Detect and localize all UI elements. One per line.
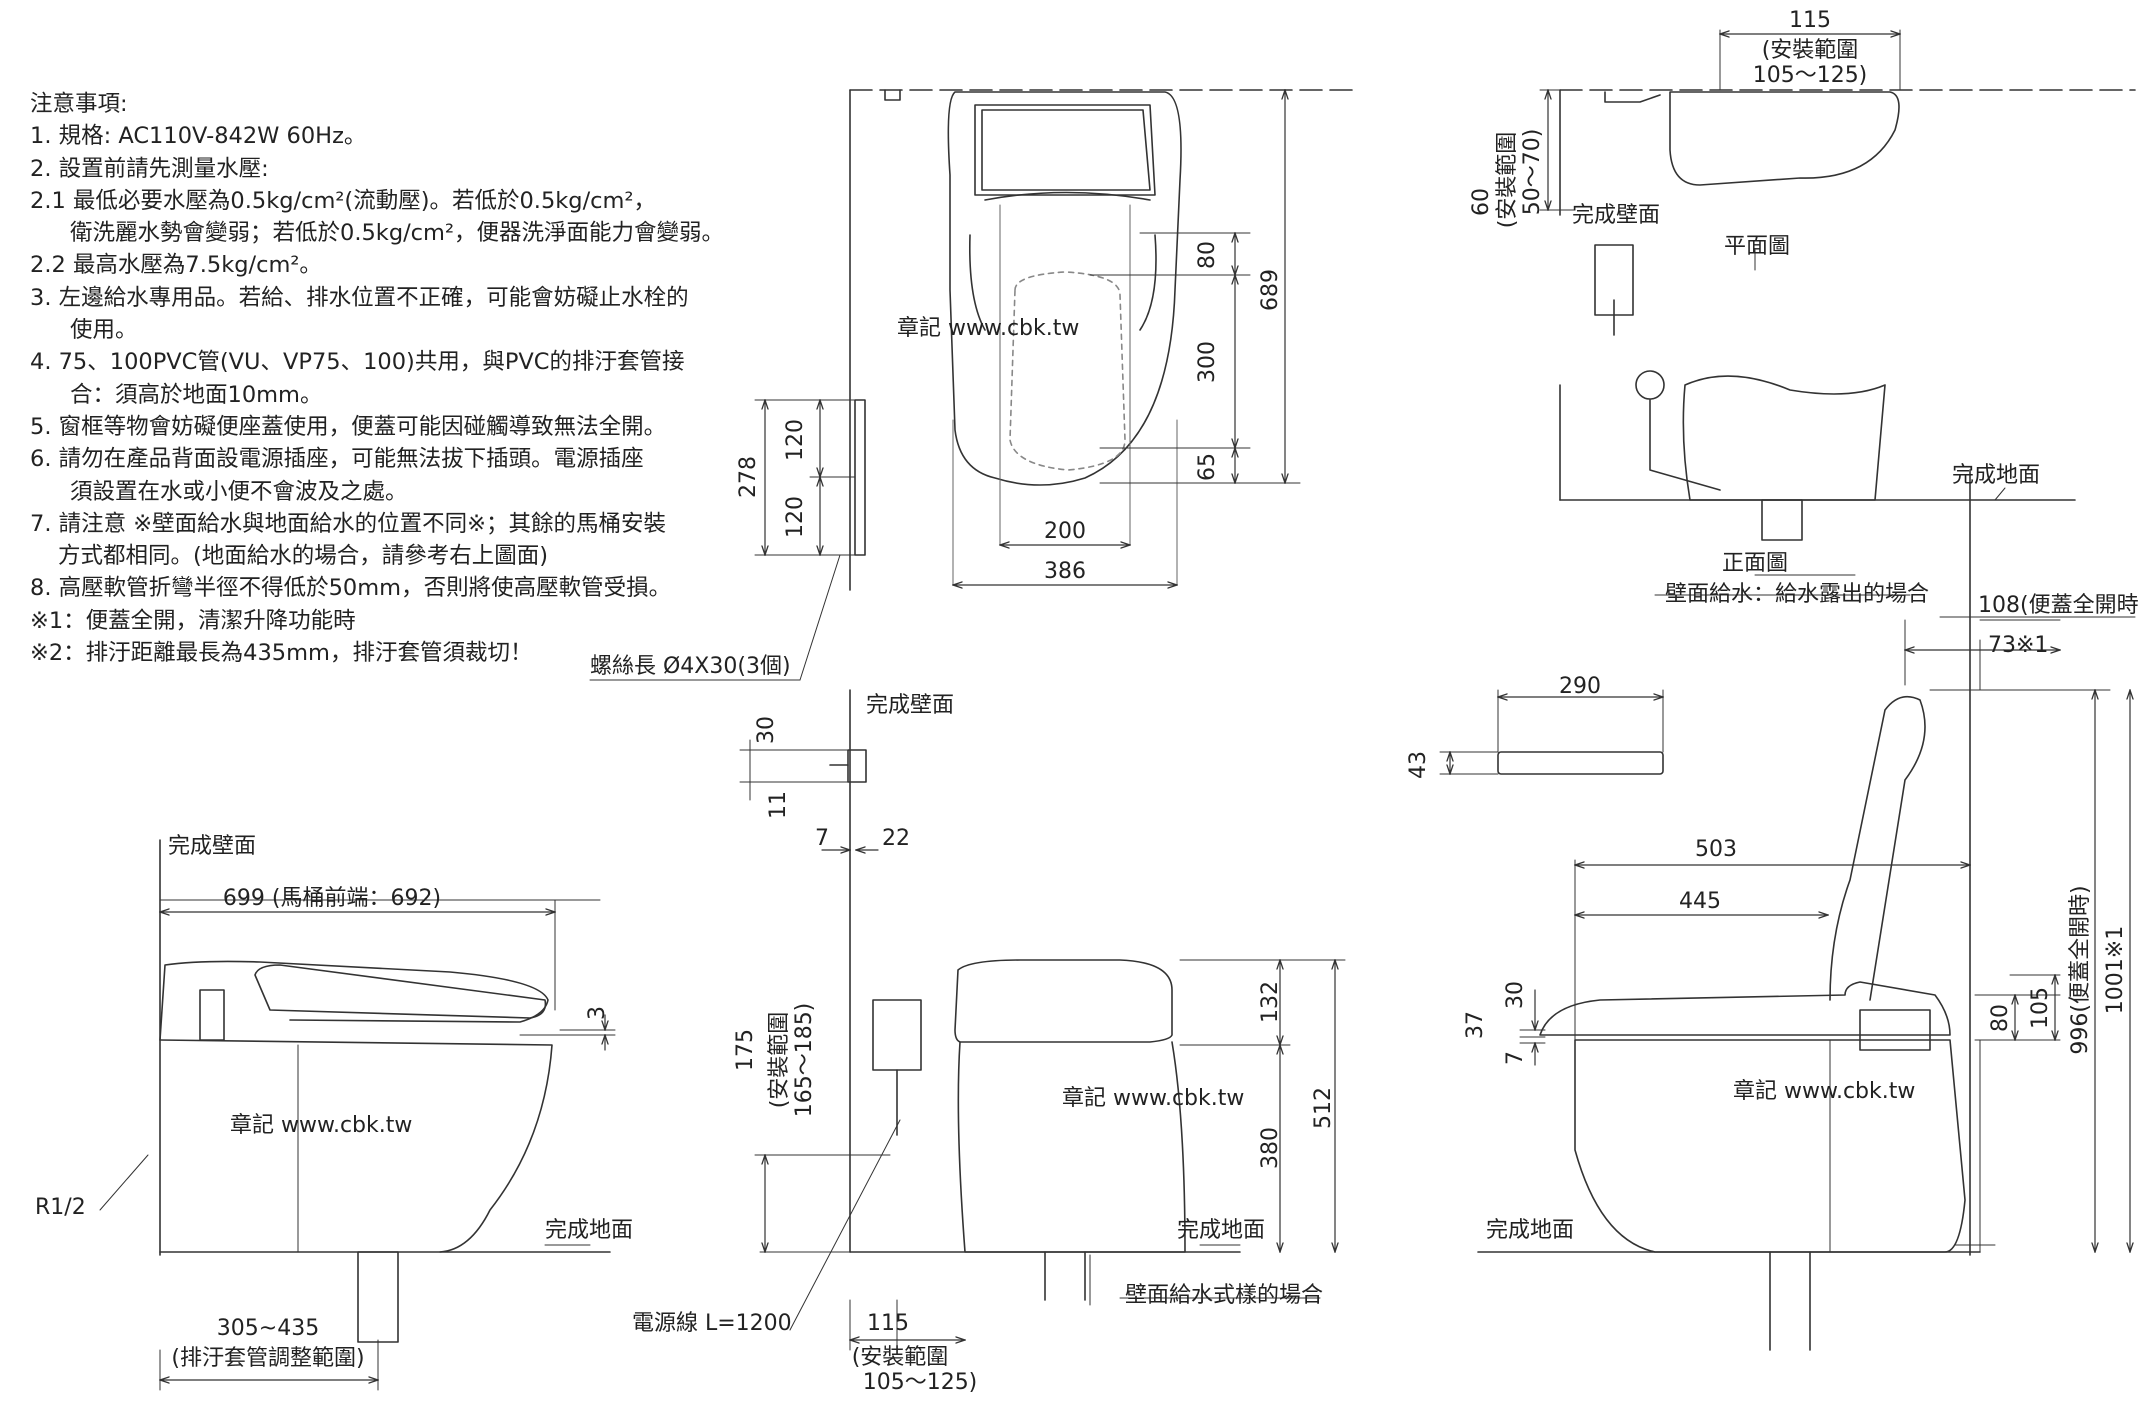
note-line: ※2：排汙距離最長為435mm，排汙套管須裁切！ (30, 640, 533, 667)
note-line: 5. 窗框等物會妨礙便座蓋使用，便蓋可能因碰觸導致無法全開。 (30, 413, 667, 440)
front-view-drawing (1559, 370, 2076, 596)
dim-65: 65 (1195, 453, 1220, 481)
dim-386: 386 (1044, 559, 1086, 584)
lid-open-108: 108(便蓋全開時 (1978, 593, 2138, 618)
dim-380: 380 (1258, 1127, 1283, 1169)
front-install-range-vertical: (安裝範圍 (767, 1012, 792, 1109)
note-line: 須設置在水或小便不會波及之處。 (70, 478, 408, 505)
plan-install-range-vertical: (安裝範圍 (1495, 132, 1520, 229)
note-line: 6. 請勿在產品背面設電源插座，可能無法拔下插頭。電源插座 (30, 446, 644, 473)
wall-supply-exposed-label: 壁面給水：給水露出的場合 (1665, 582, 1929, 607)
dim-30-pipe: 30 (754, 716, 779, 744)
watermark-side: 章記 www.cbk.tw (230, 1113, 412, 1138)
mark-73: 73※1 (1988, 633, 2048, 658)
dim-11: 11 (766, 791, 791, 819)
note-line: 3. 左邊給水專用品。若給、排水位置不正確，可能會妨礙止水栓的 (30, 284, 689, 311)
dim-996: 996(便蓋全開時) (2068, 885, 2093, 1054)
note-line: 合：須高於地面10mm。 (70, 381, 323, 408)
screw-label: 螺絲長 Ø4X30(3個) (590, 654, 791, 679)
plan-install-range: (安裝範圍 (1762, 38, 1859, 63)
note-line: 使用。 (70, 317, 138, 344)
dim-30-right: 30 (1503, 981, 1528, 1009)
finished-floor-right: 完成地面 (1486, 1218, 1574, 1243)
dim-512: 512 (1311, 1087, 1336, 1129)
r12-label: R1/2 (35, 1195, 86, 1220)
note-line: 7. 請注意 ※壁面給水與地面給水的位置不同※；其餘的馬桶安裝 (30, 510, 666, 537)
dim-105: 105 (2028, 987, 2053, 1029)
dim-290: 290 (1559, 674, 1601, 699)
plan-range-105-125: 105～125) (1753, 63, 1868, 88)
note-line: 2.1 最低必要水壓為0.5kg/cm²(流動壓)。若低於0.5kg/cm²， (30, 187, 656, 214)
drain-adjust-range: (排汙套管調整範圍) (171, 1346, 364, 1371)
dim-305-435: 305~435 (217, 1316, 319, 1341)
length-699: 699 (馬桶前端：692) (223, 886, 441, 911)
dim-132: 132 (1258, 981, 1283, 1023)
dim-278: 278 (736, 456, 761, 498)
dim-120-upper: 120 (783, 419, 808, 461)
note-line: 衛洗麗水勢會變弱；若低於0.5kg/cm²，便器洗淨面能力會變弱。 (70, 220, 724, 247)
finished-wall-front: 完成壁面 (866, 693, 954, 718)
power-cord-label: 電源線 L=1200 (632, 1311, 792, 1336)
range-165-185: 165～185) (792, 1003, 817, 1118)
side-view-drawing (99, 839, 616, 1391)
installation-notes: 注意事項: 1. 規格: AC110V-842W 60Hz。 2. 設置前請先測… (30, 88, 790, 669)
note-line: 8. 高壓軟管折彎半徑不得低於50mm，否則將使高壓軟管受損。 (30, 575, 672, 602)
dim-60: 60 (1469, 188, 1494, 216)
dim-445: 445 (1679, 889, 1721, 914)
front-elevation-drawing (739, 689, 1346, 1351)
dim-503: 503 (1695, 837, 1737, 862)
note-line: 2. 設置前請先測量水壓: (30, 155, 269, 182)
finished-floor-front: 完成地面 (1177, 1218, 1265, 1243)
finished-floor-frontview: 完成地面 (1952, 463, 2040, 488)
dim-115-plan: 115 (1789, 8, 1831, 33)
dim-37: 37 (1463, 1011, 1488, 1039)
dim-3: 3 (585, 1006, 610, 1020)
dim-120-lower: 120 (783, 496, 808, 538)
note-line: 4. 75、100PVC管(VU、VP75、100)共用，與PVC的排汙套管接 (30, 349, 685, 376)
front-range-105-125: 105～125) (863, 1370, 978, 1395)
dim-7-right: 7 (1503, 1051, 1528, 1065)
finished-floor-side: 完成地面 (545, 1218, 633, 1243)
note-line: ※1：便蓋全開，清潔升降功能時 (30, 607, 356, 634)
dim-7-pipe: 7 (815, 826, 829, 851)
note-line: 方式都相同。(地面給水的場合，請參考右上圖面) (58, 543, 549, 570)
finished-wall-side: 完成壁面 (168, 834, 256, 859)
top-view-drawing (849, 90, 1361, 591)
front-install-range: (安裝範圍 (852, 1345, 949, 1370)
range-50-70: 50～70) (1520, 129, 1545, 216)
dim-175: 175 (733, 1029, 758, 1071)
watermark-right: 章記 www.cbk.tw (1733, 1079, 1915, 1104)
remote-drawing (1439, 689, 1663, 774)
watermark-front: 章記 www.cbk.tw (1062, 1086, 1244, 1111)
dim-300: 300 (1195, 341, 1220, 383)
watermark-top: 章記 www.cbk.tw (897, 316, 1079, 341)
dim-43: 43 (1406, 751, 1431, 779)
wall-bracket-drawing (589, 400, 866, 681)
dim-80-top: 80 (1195, 241, 1220, 269)
dim-22: 22 (882, 826, 910, 851)
plan-view-title: 平面圖 (1724, 234, 1790, 259)
dim-115-front: 115 (867, 1311, 909, 1336)
dim-200: 200 (1044, 519, 1086, 544)
dim-80-right: 80 (1988, 1004, 2013, 1032)
wall-supply-spec-label: 壁面給水式樣的場合 (1125, 1283, 1323, 1308)
notes-heading: 注意事項: (30, 91, 128, 117)
note-line: 1. 規格: AC110V-842W 60Hz。 (30, 123, 367, 150)
front-view-title: 正面圖 (1722, 551, 1788, 576)
drawing-labels: 章記 www.cbk.tw 章記 www.cbk.tw 章記 www.cbk.t… (35, 8, 2138, 1395)
finished-wall-plan: 完成壁面 (1572, 203, 1660, 228)
dim-1001: 1001※1 (2103, 926, 2128, 1014)
plan-view-drawing (1539, 29, 2136, 336)
note-line: 2.2 最高水壓為7.5kg/cm²。 (30, 252, 322, 279)
right-side-view-drawing (1477, 469, 2136, 1351)
dim-689: 689 (1258, 269, 1283, 311)
